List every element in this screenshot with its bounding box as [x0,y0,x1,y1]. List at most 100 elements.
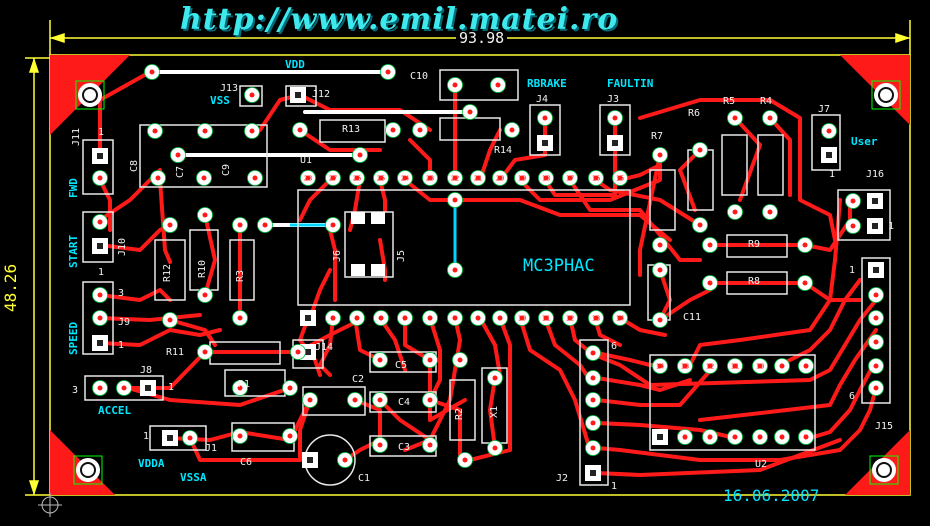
j16-pin1-label: 1 [888,221,895,232]
j15-outline [861,257,891,404]
pad-hole [452,175,458,181]
pad-hole [543,315,549,321]
pad-number: 3 [708,434,712,442]
pad-number: 19 [518,175,526,183]
j9-pin3-label: 3 [118,288,125,299]
pad-number: 14 [616,315,624,323]
r4-body [757,134,784,196]
pad-hole [873,385,879,391]
j5-j6-outline [344,211,394,278]
square-pad-hole [305,349,311,355]
pad-hole [707,434,713,440]
j10-pin1-label: 1 [98,267,105,278]
pad-number: 15 [616,175,624,183]
j11-pin1-label: 1 [98,127,105,138]
pad-hole [519,315,525,321]
c6-label: C6 [240,457,253,468]
pad-hole [354,315,360,321]
pad-number: 28 [304,175,312,183]
j1-outline [149,425,207,451]
j2-outline [579,339,609,486]
r12-label: R12 [162,263,173,282]
r13-label: R13 [342,124,361,135]
pad-number: 16 [592,175,600,183]
pad-hole [452,82,458,88]
pad-hole [377,357,383,363]
j9-pin1-label: 1 [118,340,125,351]
pad-hole [97,219,103,225]
pad-hole [305,175,311,181]
pad-hole [767,209,773,215]
pad-hole [97,292,103,298]
pad-number: 7 [804,434,808,442]
pad-hole [495,82,501,88]
pad-hole [707,280,713,286]
pad-number: 17 [566,175,574,183]
pad-hole [427,357,433,363]
pad-hole [873,292,879,298]
start-label: START [67,234,80,268]
j4-outline [529,104,561,156]
vssa-label: VSSA [180,471,207,484]
c5-label: C5 [395,360,408,371]
pad-hole [377,397,383,403]
pad-hole [543,175,549,181]
pad-number: 2 [331,315,335,323]
r7-body [649,169,676,231]
pad-hole [390,127,396,133]
c7-label: C7 [175,165,186,178]
u2-label: U2 [755,459,768,470]
j3-outline [599,104,631,156]
pad-hole [779,363,785,369]
board-outline [49,54,911,496]
pad-hole [97,175,103,181]
pad-hole [187,435,193,441]
pad-hole [497,315,503,321]
square-pad-hole [295,92,301,98]
pad-hole [707,363,713,369]
pad-hole [287,385,293,391]
pad-number: 24 [401,175,409,183]
j1-pin1-label: 1 [143,431,150,442]
user-label: User [851,135,878,148]
pad-hole [377,442,383,448]
pad-hole [802,242,808,248]
pad-hole [202,292,208,298]
pad-hole [657,267,663,273]
pad-hole [803,434,809,440]
pad-hole [542,115,548,121]
pad-number: 27 [329,175,337,183]
pad-hole [201,175,207,181]
pad-hole [590,420,596,426]
smd-pad [351,264,365,276]
pad-hole [757,363,763,369]
u1-outline [297,189,631,306]
pad-hole [357,152,363,158]
pad-number: 12 [566,315,574,323]
square-pad-hole [97,243,103,249]
date-label: 16.06.2007 [723,486,820,505]
pad-number: 7 [453,315,457,323]
r2-body [449,379,476,441]
j16-label: J16 [866,169,885,180]
pad-hole [97,385,103,391]
pad-hole [732,363,738,369]
j3-label: J3 [607,94,620,105]
vdd-label: VDD [285,58,305,71]
pad-number: 5 [403,315,407,323]
pad-hole [590,445,596,451]
pad-number: 8 [804,363,808,371]
c3-label: C3 [398,442,411,453]
pad-hole [767,115,773,121]
pad-hole [873,315,879,321]
j15-pin1-label: 1 [849,265,856,276]
j7-outline [811,114,841,171]
j1-label: J1 [205,443,218,454]
pad-hole [467,109,473,115]
x1-label: X1 [489,405,500,418]
pad-hole [732,115,738,121]
rbrake-label: RBRAKE [527,77,567,90]
pad-hole [249,92,255,98]
r9-body [726,234,788,258]
